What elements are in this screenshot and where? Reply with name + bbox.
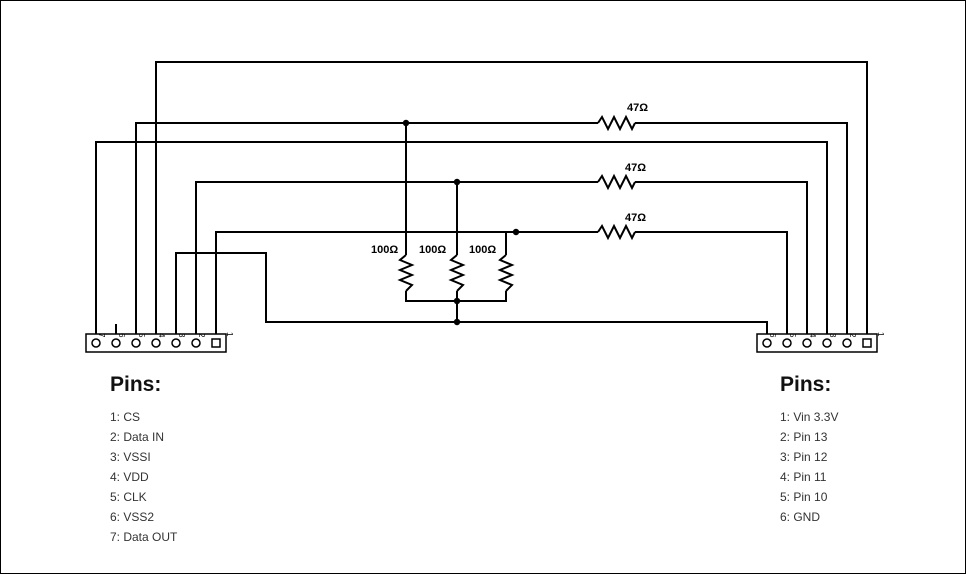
series-resistors [597, 114, 636, 241]
legend-item: 2: Data IN [110, 430, 165, 444]
header-pin [111, 338, 121, 348]
pin-number: 6 [117, 333, 126, 338]
legend-item: 4: VDD [110, 470, 149, 484]
pin-number: 2 [848, 333, 857, 338]
pin-number: 3 [828, 333, 837, 338]
legend-item: 1: Vin 3.3V [780, 410, 839, 424]
legend-item: 3: Pin 12 [780, 450, 828, 464]
pin-number: 1 [876, 332, 885, 337]
pin-number: 1 [225, 332, 234, 337]
wire-cs-to-pin10 [215, 231, 598, 334]
pin-number: 4 [157, 333, 166, 338]
header-pin [191, 338, 201, 348]
header-pin [782, 338, 792, 348]
left-pin-legend: Pins: 1: CS 2: Data IN 3: VSSI 4: VDD 5:… [110, 373, 177, 547]
right-header: 6 5 4 3 2 1 [756, 332, 885, 353]
junction-dot [453, 318, 461, 326]
label-100-1: 100Ω [371, 244, 398, 256]
header-pin [91, 338, 101, 348]
legend-item: 6: VSS2 [110, 510, 155, 524]
header-pin [171, 338, 181, 348]
legend-list: 1: CS 2: Data IN 3: VSSI 4: VDD 5: CLK 6… [110, 407, 177, 547]
resistor-100-3 [497, 254, 515, 292]
wire-vdd-to-vin [155, 61, 868, 334]
legend-item: 3: VSSI [110, 450, 151, 464]
wire-47r-bottom-to-pin10 [635, 231, 788, 334]
legend-list: 1: Vin 3.3V 2: Pin 13 3: Pin 12 4: Pin 1… [780, 407, 839, 527]
right-header-body [756, 333, 878, 353]
resistor-100-2 [448, 254, 466, 292]
pin-number: 6 [768, 333, 777, 338]
legend-item: 2: Pin 13 [780, 430, 828, 444]
left-header-body [85, 333, 227, 353]
resistor-100-1 [397, 254, 415, 292]
label-47-mid: 47Ω [625, 162, 646, 174]
resistor-labels: 47Ω 47Ω 47Ω 100Ω 100Ω 100Ω [371, 102, 648, 256]
wires [95, 61, 868, 334]
junction-dot [512, 228, 520, 236]
pin-number: 3 [177, 333, 186, 338]
pin-number: 4 [808, 333, 817, 338]
wire-datain-to-pin11 [195, 181, 598, 334]
legend-title: Pins: [780, 373, 832, 396]
legend-title: Pins: [110, 373, 162, 396]
wire-clk-to-pin13 [135, 122, 598, 334]
pin-number: 5 [137, 333, 146, 338]
label-47-top: 47Ω [627, 102, 648, 114]
header-pin-1 [862, 338, 872, 348]
label-100-2: 100Ω [419, 244, 446, 256]
wire-47r-top-to-pin13 [635, 122, 848, 334]
legend-item: 4: Pin 11 [780, 470, 827, 484]
pin-number: 5 [788, 333, 797, 338]
resistor-47-top [597, 114, 636, 132]
wire-47r-mid-to-pin11 [635, 181, 808, 334]
header-pin [842, 338, 852, 348]
legend-item: 7: Data OUT [110, 530, 178, 544]
legend-item: 6: GND [780, 510, 821, 524]
junction-dot [453, 297, 461, 305]
legend-item: 1: CS [110, 410, 141, 424]
resistor-47-bottom [597, 223, 636, 241]
label-100-3: 100Ω [469, 244, 496, 256]
shunt-resistors [397, 254, 515, 292]
wire-vssi-to-gnd [175, 252, 768, 334]
pin-number: 2 [197, 333, 206, 338]
header-pin [762, 338, 772, 348]
header-pin [151, 338, 161, 348]
junction-dot [402, 119, 410, 127]
header-pin [802, 338, 812, 348]
wire-shunt3-top [505, 231, 516, 255]
legend-item: 5: CLK [110, 490, 147, 504]
header-pin [822, 338, 832, 348]
header-pin-1 [211, 338, 221, 348]
left-header: 7 6 5 4 3 2 1 [85, 332, 234, 353]
junctions [402, 119, 520, 326]
label-47-bottom: 47Ω [625, 212, 646, 224]
right-pin-legend: Pins: 1: Vin 3.3V 2: Pin 13 3: Pin 12 4:… [780, 373, 839, 527]
pin-number: 7 [97, 333, 106, 338]
header-pin [131, 338, 141, 348]
wire-dataout-to-pin12 [95, 141, 828, 334]
junction-dot [453, 178, 461, 186]
legend-item: 5: Pin 10 [780, 490, 828, 504]
resistor-47-mid [597, 173, 636, 191]
